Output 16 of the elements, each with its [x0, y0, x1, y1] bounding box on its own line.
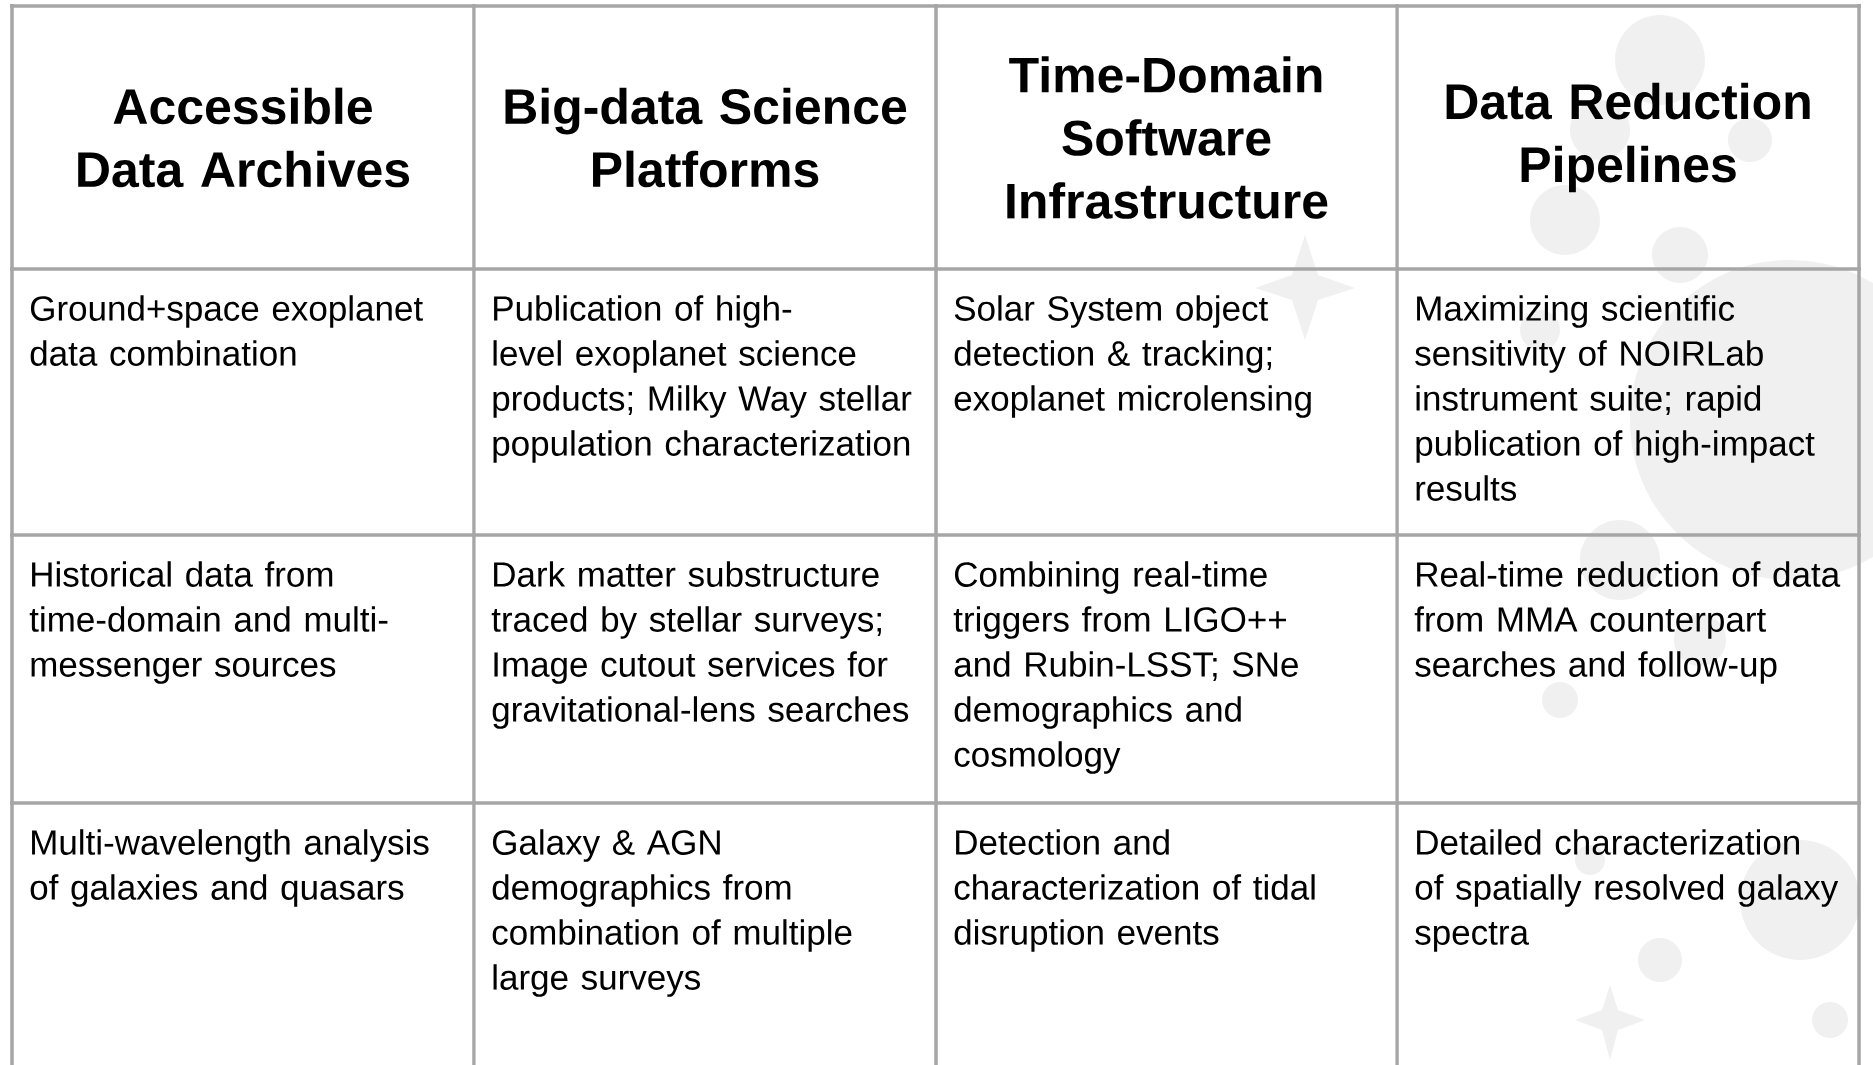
table-cell: Galaxy & AGN demographics from combination of multiple large surveys	[492, 829, 852, 997]
table-cell: Solar System object detection & tracking; exoplanet microlensing	[954, 295, 1311, 418]
table-cell: Ground+space exoplanet data combination	[30, 295, 423, 366]
table-cell: Detection and characterization of tidal disruption events	[954, 829, 1315, 952]
table-cell: Publication of high-level exoplanet science products; Milky Way stellar population characterization	[493, 295, 912, 463]
table-cell: Real-time reduction of data from MMA counterpart searches and follow-up	[1414, 561, 1841, 684]
table-cell: Dark matter substructure traced by stellar surveys; Image cutout services for gravitational-lens searches	[491, 561, 909, 729]
table-cell: Combining real-time triggers from LIGO++ and Rubin-LSST; SNe demographics and cosmology	[953, 561, 1298, 774]
column-header: Big-data Science Platforms	[505, 87, 907, 188]
table-cell: Detailed characterization of spatially resolved galaxy spectra	[1415, 829, 1839, 952]
column-header: Accessible Data Archives	[78, 87, 409, 188]
column-header: Time-Domain Software Infrastructure	[1007, 56, 1328, 219]
table-cell: Maximizing scientific sensitivity of NOIRLab instrument suite; rapid publication of high-impact results	[1415, 295, 1815, 501]
table-cell: Multi-wavelength analysis of galaxies and quasars	[30, 829, 429, 907]
column-header: Data Reduction Pipelines	[1446, 82, 1810, 193]
table-cell: Historical data from time-domain and multi-messenger sources	[29, 561, 388, 684]
